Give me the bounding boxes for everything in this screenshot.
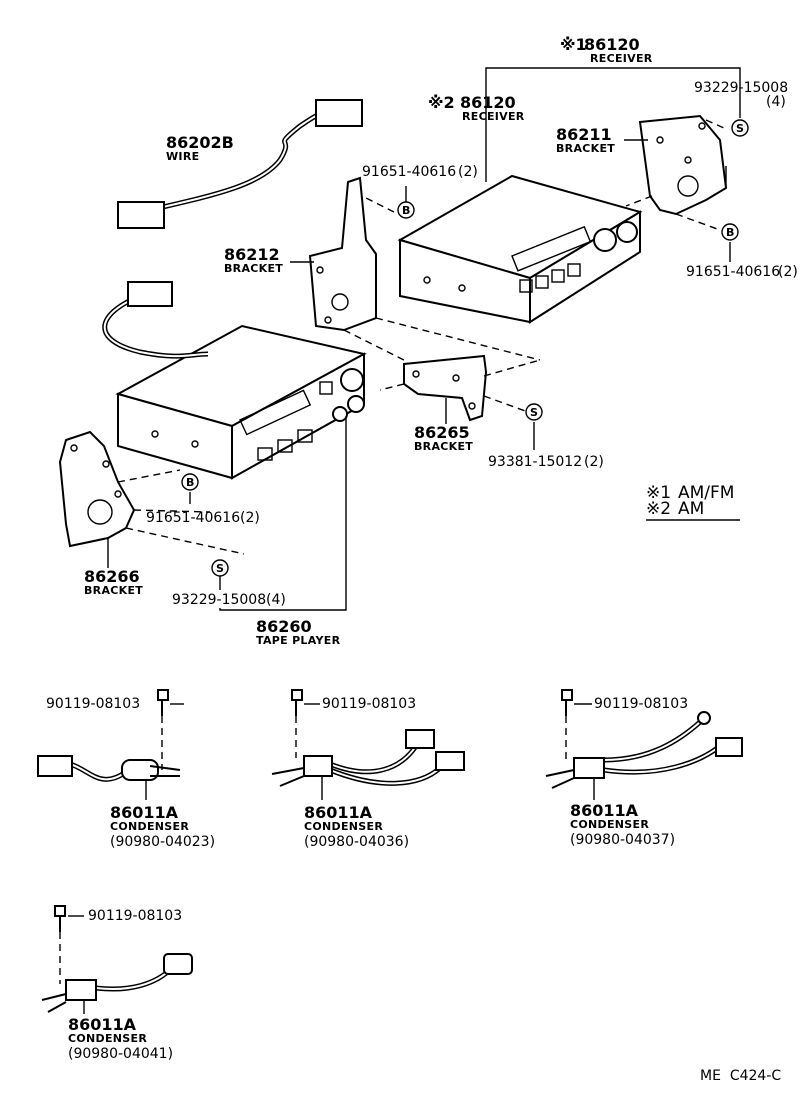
part-name: RECEIVER [462, 110, 525, 123]
wire-86202b [117, 99, 363, 229]
label-screw-86265: 93381-15012 (2) [488, 454, 604, 470]
legend-text-1: AM/FM [678, 483, 734, 503]
receiver-unit [397, 174, 643, 324]
part-name: TAPE PLAYER [256, 634, 341, 647]
part-number: 91651-40616 [686, 264, 780, 280]
part-number: 86011A [110, 803, 179, 822]
condenser-2-drawing [271, 689, 465, 787]
symbol-s-text: S [530, 406, 538, 419]
diagram-code: ME C424-C [700, 1068, 781, 1084]
sub-part-number: (90980-04023) [110, 834, 215, 850]
quantity: (2) [778, 264, 798, 280]
bolt-part-number: 90119-08103 [88, 908, 182, 924]
symbol-b-text: B [726, 226, 734, 239]
tape-player-wire [102, 281, 209, 359]
part-number: 86212 [224, 245, 280, 264]
part-number: 86265 [414, 423, 470, 442]
quantity: (4) [766, 94, 786, 110]
label-bracket-86211: 86211 BRACKET [556, 125, 615, 155]
part-name: RECEIVER [590, 52, 653, 65]
legend: ※1 AM/FM ※2 AM [646, 483, 740, 521]
label-bolt-upper-right: 91651-40616 (2) [686, 264, 798, 280]
condenser-4-drawing [41, 905, 193, 1013]
bolt-part-number: 90119-08103 [594, 696, 688, 712]
legend-text-2: AM [678, 499, 704, 519]
leader-lines [68, 67, 741, 1014]
label-condenser-2: 90119-08103 86011A CONDENSER (90980-0403… [304, 696, 416, 850]
part-name: CONDENSER [570, 818, 649, 831]
quantity: (4) [266, 592, 286, 608]
symbol-b-upper-right: B [721, 223, 739, 241]
symbol-b-upper-left: B [397, 201, 415, 219]
label-condenser-1: 90119-08103 86011A CONDENSER (90980-0402… [46, 696, 215, 850]
part-number: 86202B [166, 133, 234, 152]
label-screw-lower: 93229-15008 (4) [172, 592, 286, 608]
part-number: 91651-40616 [146, 510, 240, 526]
part-number: 86211 [556, 125, 612, 144]
part-number: 86120 [460, 93, 516, 112]
part-name: CONDENSER [68, 1032, 147, 1045]
symbol-s-right: S [731, 119, 749, 137]
part-name: CONDENSER [304, 820, 383, 833]
part-number: 86011A [570, 801, 639, 820]
part-number: 86260 [256, 617, 312, 636]
bolt-part-number: 90119-08103 [322, 696, 416, 712]
part-number: 86011A [68, 1015, 137, 1034]
label-bracket-86266: 86266 BRACKET [84, 567, 143, 597]
label-tape-player: 86260 TAPE PLAYER [256, 617, 341, 647]
bracket-86266 [58, 430, 136, 548]
quantity: (2) [458, 164, 478, 180]
label-bolt-lower: 91651-40616 (2) [146, 510, 260, 526]
part-name: CONDENSER [110, 820, 189, 833]
part-number: 93229-15008 [694, 80, 788, 96]
label-condenser-3: 90119-08103 86011A CONDENSER (90980-0403… [570, 696, 688, 848]
symbol-s-text: S [216, 562, 224, 575]
bracket-86211 [638, 114, 728, 216]
part-name: WIRE [166, 150, 199, 163]
ref-mark: ※2 [428, 93, 455, 112]
label-receiver-alt: ※2 86120 RECEIVER [428, 93, 525, 123]
part-number: 93381-15012 [488, 454, 582, 470]
label-wire: 86202B WIRE [166, 133, 234, 163]
legend-ref-2: ※2 [646, 499, 671, 519]
condenser-3-drawing [545, 689, 743, 789]
sub-part-number: (90980-04041) [68, 1046, 173, 1062]
bracket-86212 [308, 176, 377, 332]
tape-player-unit [115, 324, 367, 480]
part-number: 93229-15008 [172, 592, 266, 608]
bolt-part-number: 90119-08103 [46, 696, 140, 712]
bracket-86265 [403, 354, 488, 422]
part-name: BRACKET [224, 262, 283, 275]
part-name: BRACKET [556, 142, 615, 155]
label-condenser-4: 90119-08103 86011A CONDENSER (90980-0404… [68, 908, 182, 1062]
sub-part-number: (90980-04036) [304, 834, 409, 850]
legend-ref-1: ※1 [646, 483, 671, 503]
symbol-s-86265: S [525, 403, 543, 421]
quantity: (2) [584, 454, 604, 470]
part-number: 86120 [584, 35, 640, 54]
label-bracket-86265: 86265 BRACKET [414, 423, 473, 453]
label-bolt-upper-left: 91651-40616 (2) [362, 164, 478, 180]
symbol-b-text: B [402, 204, 410, 217]
part-number: 86266 [84, 567, 140, 586]
condenser-1-drawing [37, 689, 181, 782]
sub-part-number: (90980-04037) [570, 832, 675, 848]
label-bracket-86212: 86212 BRACKET [224, 245, 283, 275]
ref-mark: ※1 [560, 35, 587, 54]
part-number: 86011A [304, 803, 373, 822]
symbol-b-text: B [186, 476, 194, 489]
symbol-b-lower: B [181, 473, 199, 491]
part-name: BRACKET [84, 584, 143, 597]
symbol-s-lower: S [211, 559, 229, 577]
part-number: 91651-40616 [362, 164, 456, 180]
quantity: (2) [240, 510, 260, 526]
label-receiver-main: ※1 86120 RECEIVER [560, 35, 653, 65]
label-screw-right: 93229-15008 (4) [694, 80, 788, 110]
part-name: BRACKET [414, 440, 473, 453]
symbol-s-text: S [736, 122, 744, 135]
